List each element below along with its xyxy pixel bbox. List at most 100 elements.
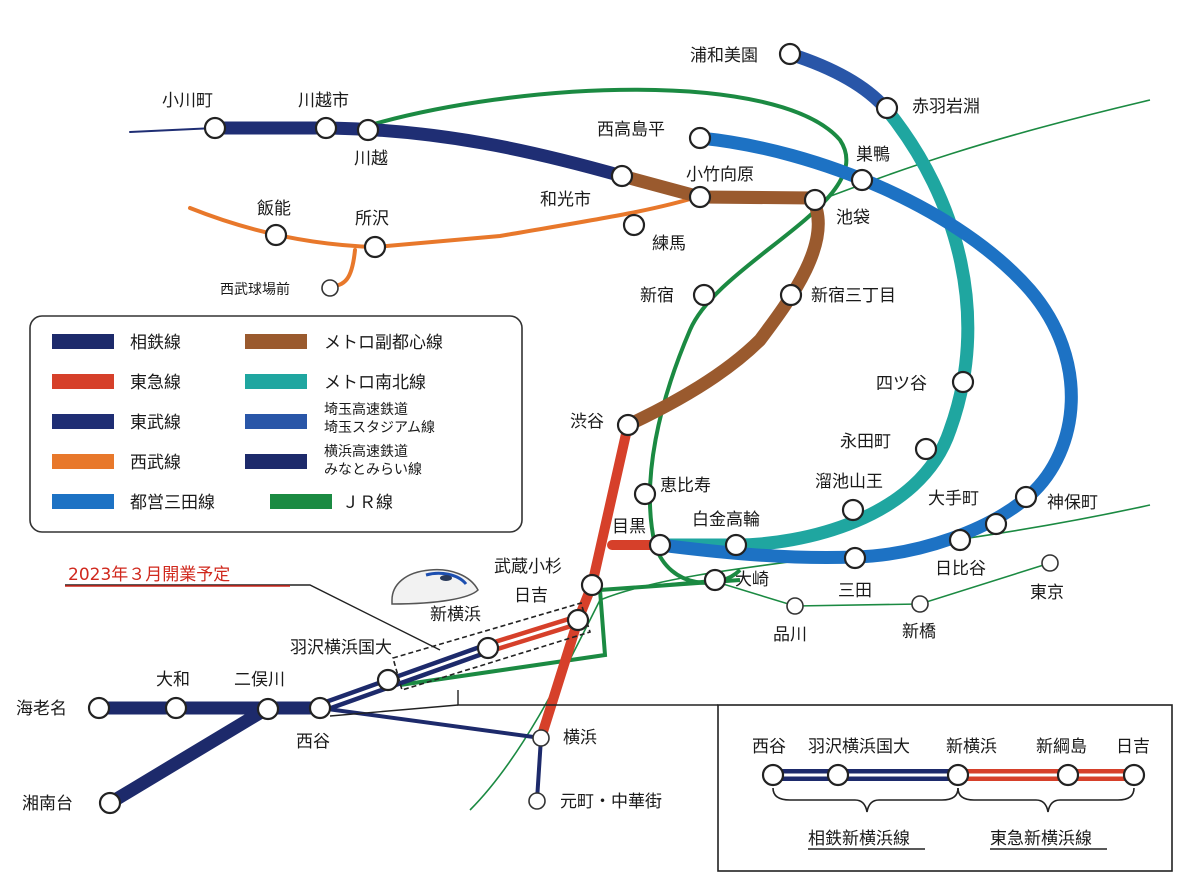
shinkansen-icon	[391, 568, 479, 605]
inset-panel: 西谷 羽沢横浜国大 新横浜 新綱島 日吉 相鉄新横浜線 東急新横浜線	[717, 704, 1173, 872]
inset-station-marker[interactable]	[826, 763, 850, 787]
station-marker-nishitakashimadaira[interactable]	[688, 126, 712, 150]
thick-lines	[92, 47, 1078, 810]
inset-brace-tokyu	[957, 787, 1135, 813]
inset-station-marker[interactable]	[761, 763, 785, 787]
station-label-nishitakashimadaira: 西高島平	[597, 120, 665, 140]
station-marker-hiyoshi[interactable]	[566, 608, 590, 632]
inset-brace-sotetsu	[772, 787, 959, 813]
station-marker-kawagoe[interactable]	[356, 118, 380, 142]
station-marker-hazawa-yokohama-kokudai[interactable]	[376, 668, 400, 692]
station-label-tameike-sanno: 溜池山王	[815, 472, 883, 492]
station-label-seibukyujomae: 西武球場前	[220, 281, 290, 298]
station-label-shimbashi: 新橋	[902, 622, 936, 642]
station-marker-nagatacho[interactable]	[914, 437, 938, 461]
station-label-musashi-kosugi: 武蔵小杉	[494, 557, 562, 577]
station-label-shibuya: 渋谷	[570, 412, 604, 432]
legend-item-minatomirai: 横浜高速鉄道 みなとみらい線	[245, 443, 422, 478]
station-marker-shirokane-takanawa[interactable]	[724, 533, 748, 557]
minatomirai-line	[535, 736, 543, 802]
legend-item-toei-mita: 都営三田線	[52, 493, 215, 513]
station-marker-otemachi[interactable]	[984, 512, 1008, 536]
station-label-shin-yokohama: 新横浜	[430, 605, 481, 625]
station-marker-urawa-misono[interactable]	[778, 42, 802, 66]
station-label-hiyoshi: 日吉	[514, 586, 548, 606]
station-label-tokorozawa: 所沢	[355, 209, 389, 229]
station-label-meguro: 目黒	[612, 517, 646, 537]
station-marker-shin-yokohama[interactable]	[476, 636, 500, 660]
legend-item-jr: ＪＲ線	[270, 493, 393, 513]
tokyu-line	[536, 420, 633, 743]
legend-label-2: 埼玉スタジアム線	[324, 420, 435, 436]
tobu-tojo-line	[208, 121, 629, 183]
legend-label: 埼玉高速鉄道	[324, 401, 408, 418]
station-marker-motomachi-chukagai[interactable]	[528, 792, 546, 810]
legend-item-namboku: メトロ南北線	[245, 373, 426, 393]
station-marker-meguro[interactable]	[648, 533, 672, 557]
inset-box	[717, 704, 1173, 872]
station-marker-shinjuku-sanchome[interactable]	[779, 283, 803, 307]
toei-mita-line	[653, 131, 1078, 565]
tokyu-shinyokohama-stripe	[486, 618, 580, 650]
station-marker-kotake-mukaihara[interactable]	[688, 185, 712, 209]
station-marker-shinjuku[interactable]	[692, 283, 716, 307]
station-marker-seibukyujomae[interactable]	[321, 279, 339, 297]
legend-item-fukutoshin: メトロ副都心線	[245, 333, 443, 353]
station-marker-musashi-kosugi[interactable]	[580, 573, 604, 597]
legend-label: 相鉄線	[130, 333, 181, 353]
station-label-hibiya: 日比谷	[935, 559, 986, 579]
station-marker-kawagoeshi[interactable]	[314, 116, 338, 140]
station-marker-hibiya[interactable]	[948, 528, 972, 552]
inset-station-marker[interactable]	[946, 763, 970, 787]
station-marker-shibuya[interactable]	[616, 413, 640, 437]
station-marker-tokorozawa[interactable]	[363, 235, 387, 259]
legend-label: ＪＲ線	[342, 493, 393, 513]
station-marker-tameike-sanno[interactable]	[841, 498, 865, 522]
station-label-nerima: 練馬	[652, 234, 686, 254]
station-marker-shinagawa[interactable]	[786, 597, 804, 615]
station-label-wakoshi: 和光市	[540, 190, 591, 210]
station-marker-futamatagawa[interactable]	[256, 697, 280, 721]
station-marker-nerima[interactable]	[622, 213, 646, 237]
station-marker-tokyo[interactable]	[1041, 554, 1059, 572]
inset-station-marker[interactable]	[1122, 763, 1146, 787]
station-marker-ebisu[interactable]	[633, 482, 657, 506]
legend-label: 都営三田線	[130, 493, 215, 513]
station-label-yamato: 大和	[156, 670, 190, 690]
station-marker-hanno[interactable]	[264, 223, 288, 247]
seibu-line	[188, 194, 702, 250]
station-markers	[87, 42, 1059, 815]
station-marker-yokohama[interactable]	[532, 729, 550, 747]
station-label-otemachi: 大手町	[928, 489, 979, 509]
sotetsu-to-yokohama	[318, 706, 543, 740]
station-label-urawa-misono: 浦和美園	[690, 46, 758, 66]
station-label-sugamo: 巣鴨	[856, 145, 890, 165]
station-marker-ikebukuro[interactable]	[803, 188, 827, 212]
saitama-line	[783, 47, 894, 117]
station-marker-jimbocho[interactable]	[1014, 485, 1038, 509]
station-label-jimbocho: 神保町	[1047, 493, 1098, 513]
station-label-nagatacho: 永田町	[840, 432, 891, 452]
inset-callout-line-2	[329, 704, 459, 717]
inset-station-marker[interactable]	[1056, 763, 1080, 787]
station-marker-shimbashi[interactable]	[911, 595, 929, 613]
station-label-shinjuku-sanchome: 新宿三丁目	[811, 286, 896, 306]
station-marker-mita[interactable]	[843, 546, 867, 570]
station-marker-wakoshi[interactable]	[610, 164, 634, 188]
legend-label: メトロ南北線	[324, 373, 426, 393]
station-marker-ogawamachi[interactable]	[203, 116, 227, 140]
station-label-mita: 三田	[838, 581, 872, 601]
legend-label: 横浜高速鉄道	[324, 443, 408, 460]
station-marker-yotsuya[interactable]	[951, 370, 975, 394]
station-marker-nishiya[interactable]	[308, 696, 332, 720]
station-marker-ebina[interactable]	[87, 696, 111, 720]
station-marker-sugamo[interactable]	[850, 168, 874, 192]
station-marker-shonandai[interactable]	[98, 791, 122, 815]
station-marker-osaki[interactable]	[703, 568, 727, 592]
station-label-nishiya: 西谷	[296, 732, 330, 752]
station-label-futamatagawa: 二俣川	[234, 670, 285, 690]
station-label-shinjuku: 新宿	[640, 286, 674, 306]
station-marker-yamato[interactable]	[164, 696, 188, 720]
station-marker-akabane-iwabuchi[interactable]	[875, 96, 899, 120]
